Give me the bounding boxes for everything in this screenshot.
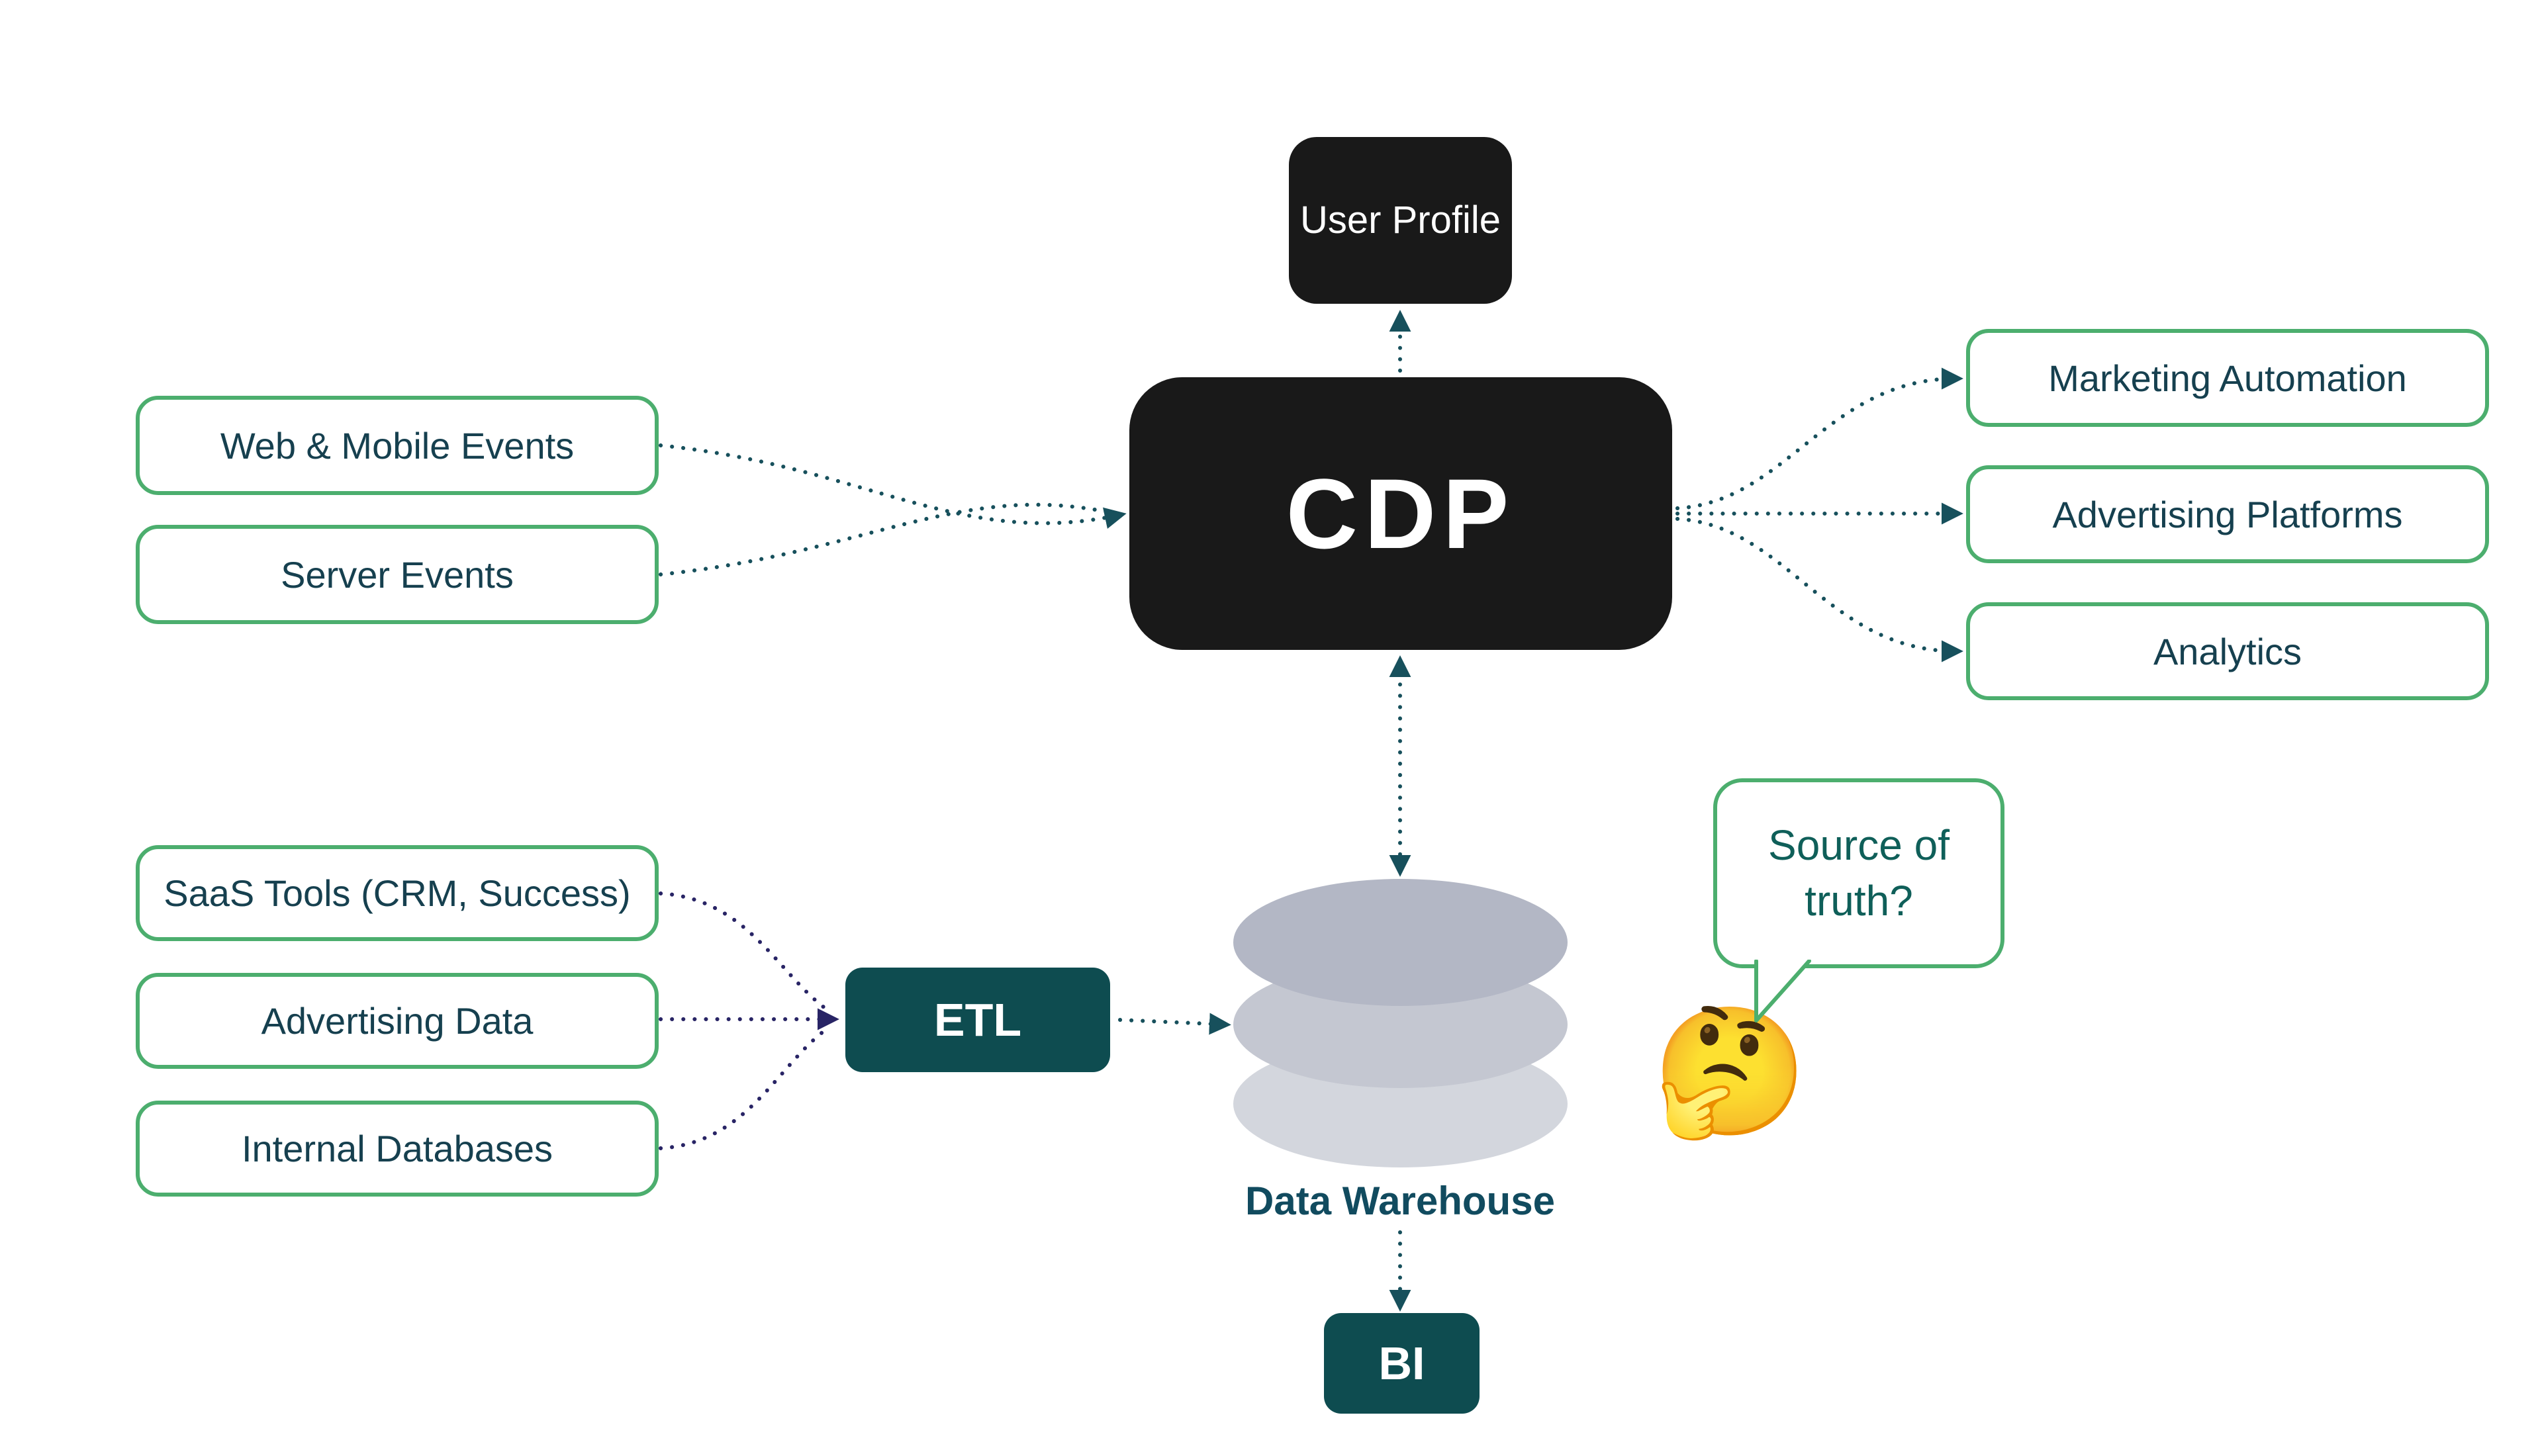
server-events-node: Server Events: [136, 525, 659, 624]
arrow-webmobile-to-cdp: [659, 443, 1127, 529]
arrow-saas-to-etl: [659, 891, 829, 1012]
arrow-cdp-to-marketing: [1675, 367, 1963, 510]
arrow-server-to-cdp: [659, 502, 1114, 576]
saas-tools-node: SaaS Tools (CRM, Success): [136, 845, 659, 941]
warehouse-cylinder-top: [1233, 879, 1568, 1006]
speech-bubble-tail-icon: [1754, 960, 1811, 1023]
arrow-cdp-to-analytics: [1675, 517, 1963, 662]
analytics-node: Analytics: [1966, 602, 2489, 700]
source-of-truth-bubble: Source of truth?: [1713, 778, 2004, 968]
arrow-etl-to-warehouse: [1118, 1013, 1231, 1035]
user-profile-node: User Profile: [1289, 137, 1512, 304]
thinking-face-emoji: 🤔: [1652, 1002, 1809, 1142]
advertising-platforms-node: Advertising Platforms: [1966, 465, 2489, 563]
data-warehouse-label: Data Warehouse: [1245, 1179, 1555, 1223]
cdp-node: CDP: [1129, 377, 1672, 650]
internal-databases-node: Internal Databases: [136, 1101, 659, 1197]
etl-node: ETL: [845, 968, 1110, 1072]
bi-node: BI: [1324, 1313, 1480, 1414]
advertising-data-node: Advertising Data: [136, 973, 659, 1069]
marketing-automation-node: Marketing Automation: [1966, 329, 2489, 427]
arrow-intdb-to-etl: [659, 1026, 829, 1150]
web-mobile-events-node: Web & Mobile Events: [136, 396, 659, 495]
